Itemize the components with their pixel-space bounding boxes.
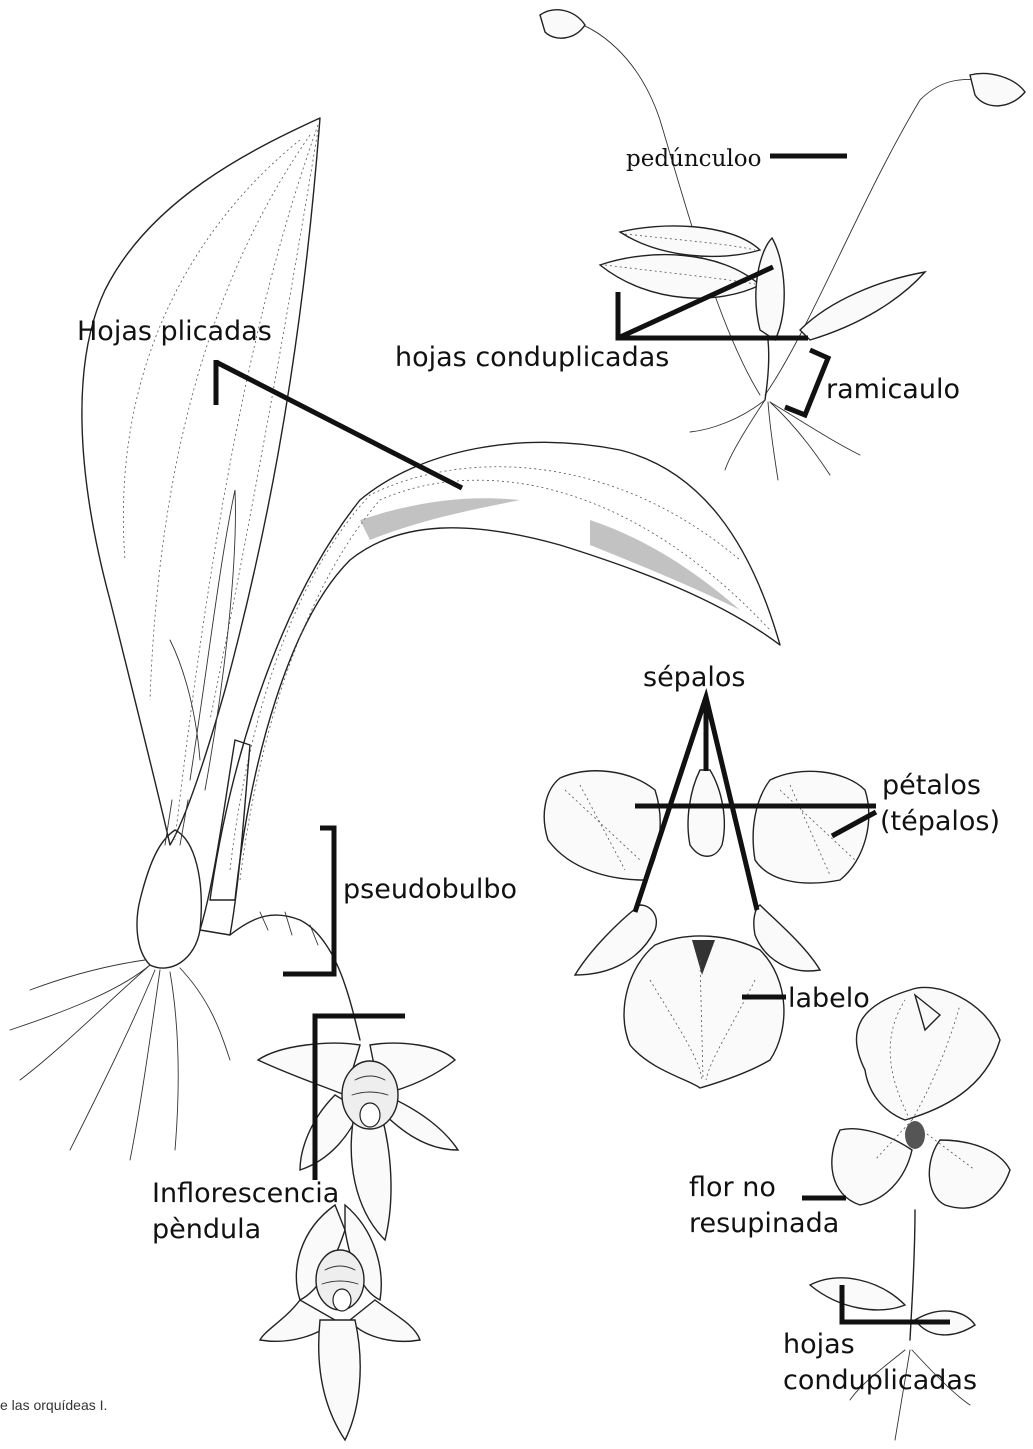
label-pseudobulbo: pseudobulbo — [343, 874, 517, 905]
flower-dissection-illustration — [544, 770, 869, 1088]
label-hojas-bottom-line1: hojas — [783, 1329, 855, 1360]
label-flor-line2: resupinada — [689, 1208, 839, 1239]
pendulous-inflorescence-illustration — [258, 1043, 458, 1440]
label-inflorescencia-line1: Inflorescencia — [152, 1178, 339, 1209]
label-sepalos: sépalos — [643, 662, 745, 693]
source-caption: e las orquídeas I. — [0, 1397, 107, 1413]
label-labelo: labelo — [788, 983, 870, 1014]
label-pedunculo: pedúnculoo — [626, 146, 761, 172]
label-hojas-plicadas: Hojas plicadas — [77, 316, 272, 347]
ramicaulo-bracket — [785, 350, 828, 415]
conduplicate-leaf-orchid-illustration — [540, 10, 1025, 480]
label-petalos-line2: (tépalos) — [880, 806, 1000, 837]
label-ramicaulo: ramicaulo — [826, 374, 960, 405]
label-hojas-bottom-line2: conduplicadas — [783, 1365, 977, 1396]
label-hojas-conduplicadas-top: hojas conduplicadas — [395, 342, 669, 373]
label-flor-line1: flor no — [689, 1172, 776, 1203]
label-petalos-line1: pétalos — [882, 770, 981, 801]
hojas-plicadas-leader — [216, 362, 462, 488]
label-inflorescencia-line2: pèndula — [152, 1214, 261, 1245]
pseudobulbo-bracket — [283, 828, 334, 974]
